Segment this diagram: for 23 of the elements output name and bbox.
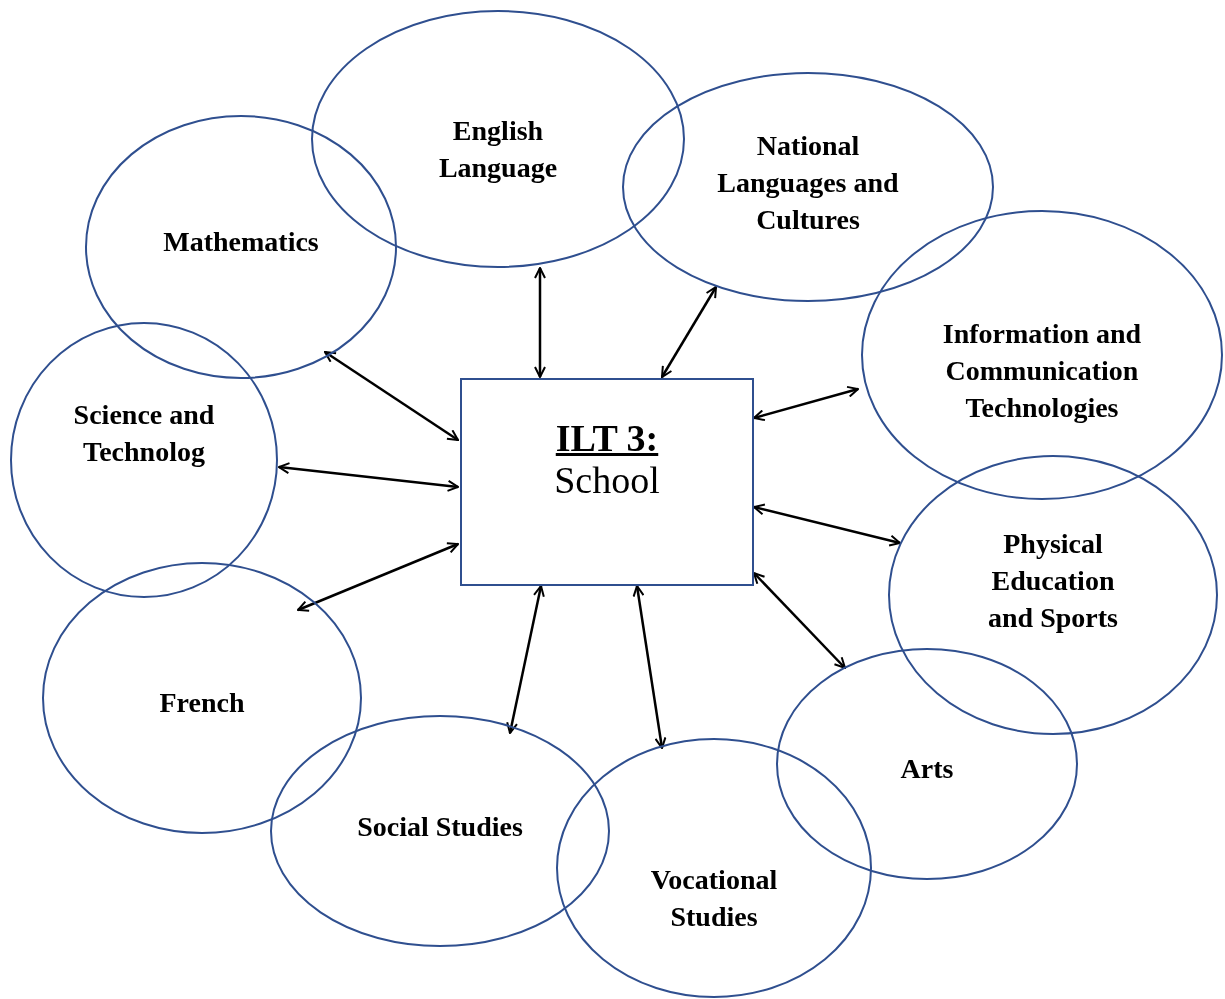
subject-label: Physical Education and Sports — [987, 526, 1119, 635]
subject-label: Mathematics — [162, 224, 320, 259]
double-arrow — [278, 462, 459, 492]
subject-label: National Languages and Cultures — [716, 128, 900, 237]
subject-label: Vocational Studies — [649, 863, 779, 934]
double-arrow — [297, 542, 459, 612]
double-arrow — [753, 385, 859, 422]
box-heading: ILT 3: — [554, 416, 660, 460]
double-arrow — [324, 350, 459, 442]
subject-label: French — [158, 685, 246, 720]
subject-label: Information and Communication Technologies — [941, 316, 1143, 425]
double-arrow — [534, 267, 546, 378]
double-arrow — [753, 503, 901, 547]
subject-label: Science and Technolog — [72, 398, 216, 469]
double-arrow — [632, 585, 667, 749]
subject-label: English Language — [437, 114, 559, 185]
process-box — [460, 378, 754, 586]
box-label: School — [553, 458, 661, 502]
double-arrow — [660, 286, 718, 378]
subject-label: Social Studies — [356, 809, 524, 844]
subject-label: Arts — [899, 751, 955, 786]
double-arrow — [753, 572, 846, 669]
double-arrow — [506, 585, 545, 734]
